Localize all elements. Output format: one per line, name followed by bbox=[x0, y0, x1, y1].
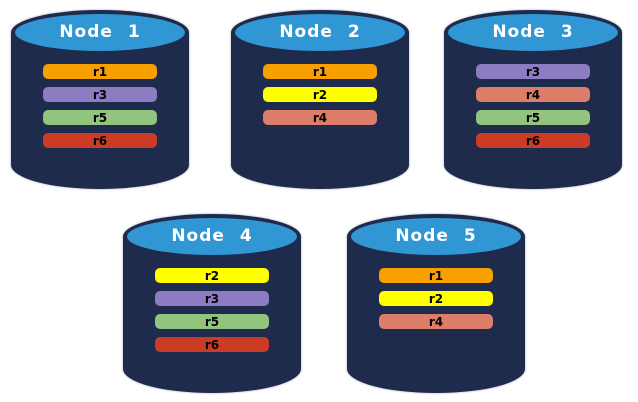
replica-list: r2 r3 r5 r6 bbox=[123, 268, 301, 352]
replica-bar-r2: r2 bbox=[379, 291, 493, 306]
database-node-2: r1 r2 r4 Node 2 bbox=[231, 10, 409, 191]
replica-bar-r1: r1 bbox=[379, 268, 493, 283]
cylinder-top: Node 2 bbox=[231, 10, 409, 55]
replica-list: r1 r2 r4 bbox=[231, 64, 409, 125]
replica-bar-r5: r5 bbox=[476, 110, 590, 125]
replica-bar-r4: r4 bbox=[263, 110, 377, 125]
database-node-1: r1 r3 r5 r6 Node 1 bbox=[11, 10, 189, 191]
replica-bar-r5: r5 bbox=[155, 314, 269, 329]
replica-bar-r4: r4 bbox=[476, 87, 590, 102]
replica-bar-r2: r2 bbox=[155, 268, 269, 283]
replica-bar-r3: r3 bbox=[43, 87, 157, 102]
cylinder-top: Node 5 bbox=[347, 214, 525, 259]
replica-bar-r6: r6 bbox=[43, 133, 157, 148]
replica-bar-r6: r6 bbox=[476, 133, 590, 148]
node-title: Node 2 bbox=[279, 21, 361, 42]
database-node-5: r1 r2 r4 Node 5 bbox=[347, 214, 525, 395]
database-node-3: r3 r4 r5 r6 Node 3 bbox=[444, 10, 622, 191]
replica-bar-r5: r5 bbox=[43, 110, 157, 125]
replica-bar-r3: r3 bbox=[476, 64, 590, 79]
node-title: Node 5 bbox=[395, 225, 477, 246]
database-node-4: r2 r3 r5 r6 Node 4 bbox=[123, 214, 301, 395]
replica-bar-r3: r3 bbox=[155, 291, 269, 306]
node-title: Node 3 bbox=[492, 21, 574, 42]
replica-bar-r4: r4 bbox=[379, 314, 493, 329]
replica-list: r1 r2 r4 bbox=[347, 268, 525, 329]
cylinder-top: Node 4 bbox=[123, 214, 301, 259]
cylinder-top: Node 1 bbox=[11, 10, 189, 55]
replica-bar-r2: r2 bbox=[263, 87, 377, 102]
cylinder-top: Node 3 bbox=[444, 10, 622, 55]
replica-list: r1 r3 r5 r6 bbox=[11, 64, 189, 148]
replica-bar-r1: r1 bbox=[263, 64, 377, 79]
replica-list: r3 r4 r5 r6 bbox=[444, 64, 622, 148]
node-title: Node 4 bbox=[171, 225, 253, 246]
replica-bar-r6: r6 bbox=[155, 337, 269, 352]
node-title: Node 1 bbox=[59, 21, 141, 42]
replica-bar-r1: r1 bbox=[43, 64, 157, 79]
